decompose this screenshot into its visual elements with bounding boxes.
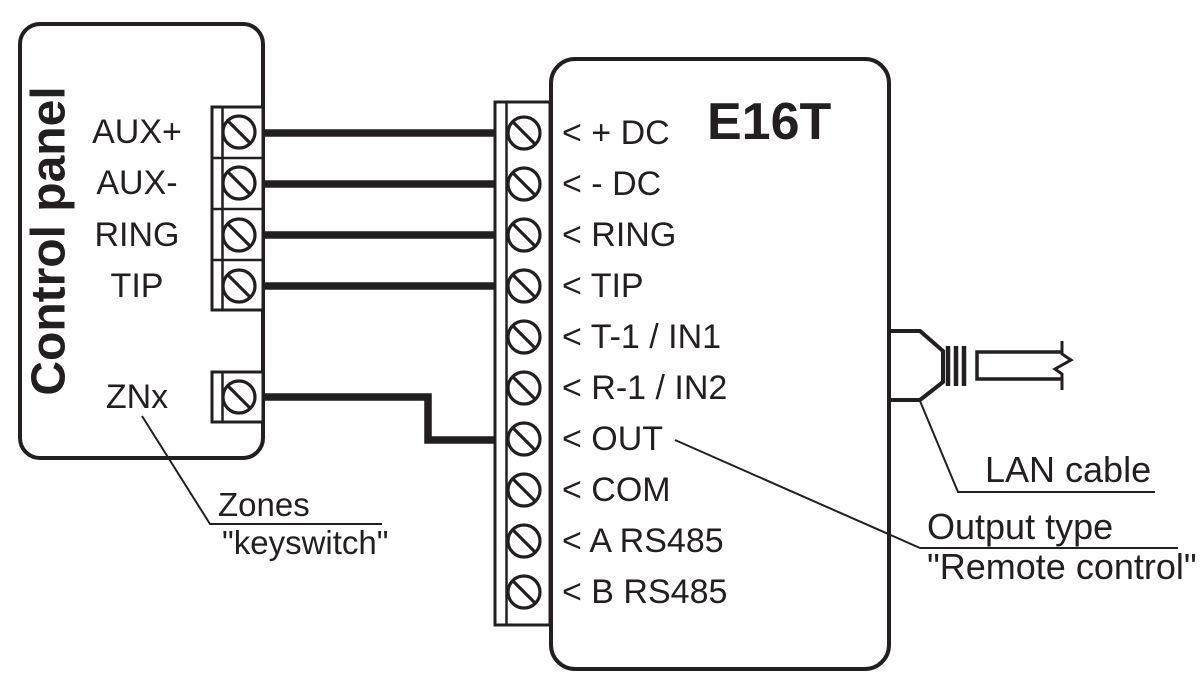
e16t-label-com: < COM bbox=[562, 471, 671, 509]
screw-icon bbox=[221, 379, 257, 415]
cp-label-aux-plus: AUX+ bbox=[92, 113, 182, 151]
e16t-label-dc-minus: < - DC bbox=[562, 165, 662, 203]
output-annotation-line1: Output type bbox=[927, 506, 1114, 547]
cable-break-symbol bbox=[1052, 341, 1074, 390]
lan-cable-annotation: LAN cable bbox=[985, 449, 1152, 490]
screw-icon bbox=[221, 268, 257, 304]
wires bbox=[263, 129, 497, 444]
e16t-label-r1-in2: < R-1 / IN2 bbox=[562, 369, 728, 407]
cp-znx-terminal-block bbox=[210, 370, 265, 424]
rj45-plug-icon bbox=[891, 329, 945, 402]
screw-icon bbox=[506, 166, 542, 202]
e16t-label-ring: < RING bbox=[562, 216, 677, 254]
e16t-label-a-rs485: < A RS485 bbox=[562, 522, 724, 560]
screw-icon bbox=[506, 574, 542, 610]
screw-icon bbox=[506, 370, 542, 406]
e16t-terminal-strip bbox=[493, 100, 552, 627]
cp-label-znx: ZNx bbox=[105, 378, 169, 416]
lan-leader-line bbox=[919, 400, 1155, 493]
output-annotation-line2: "Remote control" bbox=[927, 546, 1197, 587]
lan-connector bbox=[891, 329, 1074, 402]
cable-outline bbox=[975, 350, 1062, 381]
screw-icon bbox=[506, 523, 542, 559]
screw-icon bbox=[506, 421, 542, 457]
screw-icon bbox=[221, 217, 257, 253]
screw-icon bbox=[506, 115, 542, 151]
screw-icon bbox=[506, 268, 542, 304]
cp-terminal-block bbox=[210, 105, 265, 312]
e16t-title: E16T bbox=[707, 93, 832, 151]
screw-icon bbox=[221, 114, 257, 150]
e16t-label-dc-plus: < + DC bbox=[562, 114, 670, 152]
screw-icon bbox=[506, 319, 542, 355]
e16t-label-b-rs485: < B RS485 bbox=[562, 573, 728, 611]
e16t-box bbox=[549, 57, 891, 671]
control-panel-title: Control panel bbox=[22, 86, 76, 396]
zones-leader-line bbox=[141, 415, 382, 525]
wire-znx-to-out bbox=[263, 393, 497, 444]
cp-label-ring: RING bbox=[94, 216, 180, 254]
zones-annotation-line1: Zones bbox=[218, 486, 310, 523]
output-leader-line bbox=[674, 439, 1178, 549]
screw-icon bbox=[506, 472, 542, 508]
screw-icon bbox=[506, 217, 542, 253]
e16t-label-out: < OUT bbox=[562, 420, 664, 458]
zones-annotation-line2: "keyswitch" bbox=[222, 524, 389, 561]
cp-label-tip: TIP bbox=[110, 267, 164, 305]
cp-label-aux-minus: AUX- bbox=[96, 164, 178, 202]
e16t-label-tip: < TIP bbox=[562, 267, 644, 305]
e16t-label-t1-in1: < T-1 / IN1 bbox=[562, 318, 722, 356]
screw-icon bbox=[221, 165, 257, 201]
leader-lines bbox=[141, 400, 1178, 549]
